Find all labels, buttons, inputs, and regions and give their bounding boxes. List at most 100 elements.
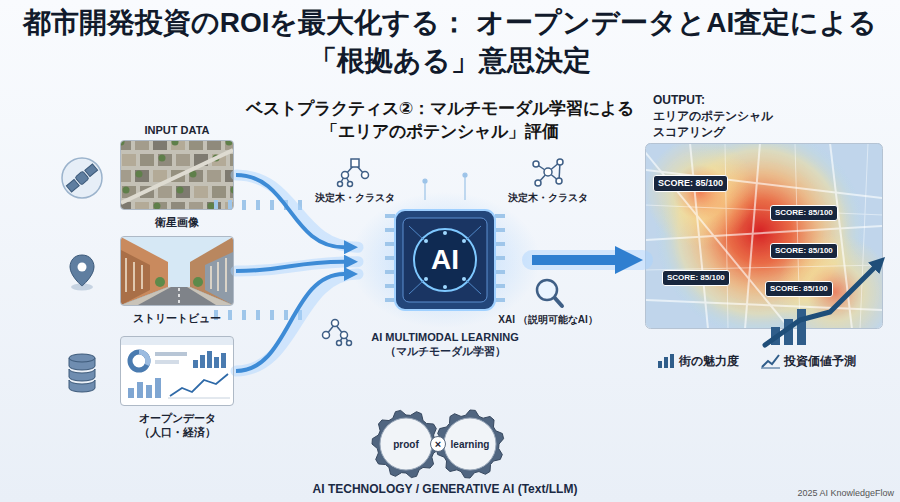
building-block bbox=[171, 141, 185, 150]
chip-pin bbox=[495, 214, 505, 218]
chip-pin bbox=[385, 242, 395, 246]
building-block bbox=[121, 141, 131, 150]
chip-pin bbox=[385, 298, 395, 302]
building-block bbox=[212, 186, 226, 198]
chip-pin bbox=[256, 200, 260, 210]
image-frame bbox=[120, 236, 234, 306]
tree-dot bbox=[154, 203, 161, 210]
metric-label: 街の魅力度 bbox=[679, 354, 739, 369]
trend-line-icon bbox=[761, 355, 780, 368]
building-block bbox=[121, 170, 131, 182]
building-block bbox=[171, 202, 185, 209]
building-block bbox=[122, 154, 136, 166]
chip-pin bbox=[385, 214, 395, 218]
gear-face bbox=[380, 418, 432, 470]
building-block bbox=[176, 154, 190, 166]
building-block bbox=[135, 141, 149, 150]
building-block bbox=[135, 170, 149, 182]
input-card: 衛星画像 bbox=[120, 140, 234, 229]
ai-chip-box: AIAI MULTIMODAL LEARNING （マルチモーダル学習） bbox=[360, 200, 530, 358]
building-block bbox=[153, 141, 167, 150]
image-frame bbox=[120, 140, 234, 210]
method-label: XAI （説明可能なAI） bbox=[498, 313, 598, 326]
satellite-icon bbox=[62, 158, 102, 198]
input-card: ストリートビュー bbox=[120, 236, 234, 325]
building-block bbox=[194, 186, 208, 198]
chip-pin bbox=[228, 310, 232, 320]
flow-arrow bbox=[236, 175, 358, 247]
gear-label: proof bbox=[393, 439, 419, 450]
chip-pin bbox=[495, 228, 505, 232]
map-area: SCORE: 85/100SCORE: 85/100SCORE: 85/100S… bbox=[645, 143, 883, 329]
cluster-network-icon bbox=[533, 159, 563, 186]
output-map-panel: OUTPUT: エリアのポテンシャル スコアリングSCORE: 85/100SC… bbox=[645, 92, 883, 329]
score-text: SCORE: 85/100 bbox=[765, 281, 833, 297]
chip-pin bbox=[495, 298, 505, 302]
subtitle: ベストプラクティス②：マルチモーダル学習による 「エリアのポテンシャル」評価 bbox=[200, 97, 680, 143]
building-block bbox=[230, 186, 233, 198]
module-caption: AI MULTIMODAL LEARNING （マルチモーダル学習） bbox=[360, 330, 530, 358]
output-heading: OUTPUT: エリアのポテンシャル スコアリング bbox=[645, 92, 793, 143]
building-block bbox=[176, 186, 190, 198]
chip-pin bbox=[228, 200, 232, 210]
chip-pin bbox=[385, 228, 395, 232]
image-frame bbox=[120, 336, 234, 406]
chip-pin bbox=[385, 270, 395, 274]
street-view-image bbox=[121, 237, 233, 305]
method-label: 決定木・クラスタ bbox=[305, 191, 405, 204]
flow-arrow bbox=[236, 274, 358, 371]
chip-pin bbox=[495, 242, 505, 246]
aerial-blocks bbox=[121, 141, 233, 209]
database-icon bbox=[69, 354, 95, 392]
arrow-line bbox=[236, 175, 344, 247]
tree-dot bbox=[123, 187, 130, 194]
chip-pin bbox=[284, 310, 288, 320]
chip-pin bbox=[270, 310, 274, 320]
ai-chip bbox=[214, 200, 505, 320]
gear-node: learning bbox=[436, 410, 504, 478]
flow-arrow bbox=[236, 262, 358, 271]
decision-tree-icon bbox=[338, 159, 369, 187]
tree-dot bbox=[208, 203, 215, 210]
score-badge: SCORE: 85/100 bbox=[653, 175, 728, 192]
chip-pin bbox=[242, 200, 246, 210]
building-block bbox=[140, 154, 154, 166]
score-text: SCORE: 85/100 bbox=[662, 270, 730, 286]
building-block bbox=[189, 141, 203, 150]
chip-glow bbox=[350, 192, 540, 328]
page-title: 都市開発投資のROIを最大化する： オープンデータとAI査定による「根拠ある」意… bbox=[0, 4, 900, 80]
chip-pin bbox=[242, 310, 246, 320]
method-label: 決定木・クラスタ bbox=[498, 191, 598, 204]
tree-dot bbox=[231, 187, 234, 194]
score-text: SCORE: 85/100 bbox=[653, 175, 728, 192]
chip-pin bbox=[495, 256, 505, 260]
tree-dot bbox=[159, 155, 166, 162]
chip-pin bbox=[385, 256, 395, 260]
map-frame bbox=[646, 144, 883, 329]
building-block bbox=[153, 202, 167, 209]
arrow-glow bbox=[532, 250, 643, 270]
arrow-line bbox=[236, 274, 344, 371]
tree-dot bbox=[172, 141, 179, 146]
gear-shape bbox=[436, 410, 503, 478]
arrow-glow bbox=[236, 274, 358, 371]
card-label: 衛星画像 bbox=[120, 215, 234, 229]
gear-label: learning bbox=[451, 439, 490, 450]
tree-dot bbox=[136, 171, 143, 178]
arrow-line bbox=[532, 255, 615, 265]
tree-dot bbox=[226, 141, 233, 146]
score-badge: SCORE: 85/100 bbox=[765, 281, 833, 297]
growth-chart bbox=[765, 266, 876, 345]
chip-pin bbox=[495, 284, 505, 288]
dashboard-image bbox=[121, 337, 233, 405]
building-block bbox=[135, 202, 149, 209]
chip-pin bbox=[385, 284, 395, 288]
building-block bbox=[230, 154, 233, 166]
score-text: SCORE: 85/100 bbox=[770, 205, 838, 221]
heat-map bbox=[646, 143, 882, 328]
gear-face bbox=[444, 418, 496, 470]
flow-arrow bbox=[532, 260, 643, 261]
chip-pin bbox=[214, 200, 218, 210]
